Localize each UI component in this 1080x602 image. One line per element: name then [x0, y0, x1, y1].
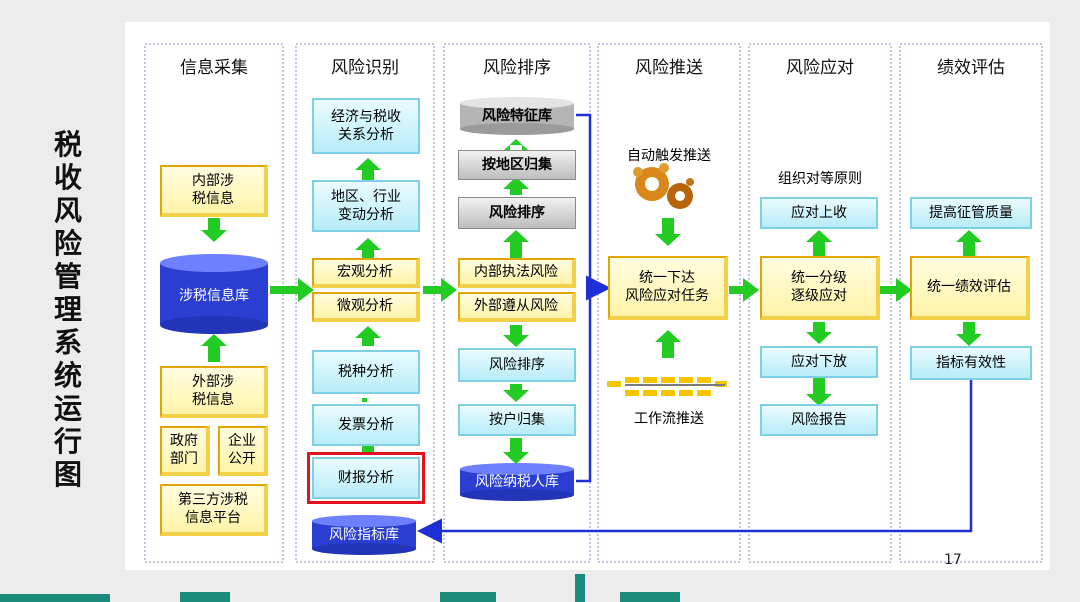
arrow-down-report	[806, 376, 832, 406]
blue-arrow-eval-to-indicator	[417, 380, 973, 544]
auto-trigger-push-label: 自动触发推送	[627, 148, 711, 164]
micro-analysis-box: 微观分析	[312, 292, 420, 322]
arrow-up-external	[201, 334, 227, 362]
tax-type-analysis-box: 税种分析	[312, 350, 420, 394]
financial-report-analysis-box: 财报分析	[307, 452, 425, 504]
economy-tax-analysis-box: 经济与税收 关系分析	[312, 98, 420, 154]
column-header-risk-ranking: 风险排序	[483, 58, 551, 78]
column-header-risk-identification: 风险识别	[331, 58, 399, 78]
arrow-up-macro	[355, 238, 381, 258]
arrow-down-taxpayer-db	[503, 438, 529, 464]
unified-issue-task-box: 统一下达 风险应对任务	[608, 256, 728, 320]
bottom-decoration-2	[180, 592, 230, 602]
risk-ranking-top-box: 风险排序	[458, 197, 576, 229]
vertical-title: 税 收 风 险 管 理 系 统 运 行 图	[48, 128, 88, 491]
group-by-region-box: 按地区归集	[458, 150, 576, 180]
blue-arrow-feature-to-issue	[576, 113, 611, 301]
unified-grade-response-box: 统一分级 逐级应对	[760, 256, 880, 320]
arrow-down-rank-bottom	[503, 325, 529, 347]
external-tax-info-box: 外部涉 税信息	[160, 366, 268, 418]
title-char: 理	[53, 293, 82, 326]
connector-invoice-financial	[362, 446, 374, 454]
title-char: 系	[53, 326, 82, 359]
organization-principle-label: 组织对等原则	[778, 171, 862, 187]
workflow-push-label: 工作流推送	[634, 411, 704, 427]
column-header-performance: 绩效评估	[937, 58, 1005, 78]
arrow-down-by-household	[503, 384, 529, 402]
arrow-up-tax-type	[355, 326, 381, 346]
title-char: 行	[53, 425, 82, 458]
respond-up-box: 应对上收	[760, 197, 878, 229]
indicator-db-cylinder	[312, 515, 416, 555]
column-frame-1	[144, 43, 284, 563]
arrow-up-quality	[956, 230, 982, 256]
arrow-down-internal	[201, 218, 227, 242]
title-char: 险	[53, 227, 82, 260]
third-party-platform-box: 第三方涉税 信息平台	[160, 484, 268, 536]
title-char: 运	[53, 392, 82, 425]
internal-tax-info-box: 内部涉 税信息	[160, 165, 268, 217]
bottom-decoration-3	[440, 592, 496, 602]
title-char: 收	[53, 161, 82, 194]
risk-feature-db-label: 风险特征库	[482, 108, 552, 124]
group-by-household-box: 按户归集	[458, 404, 576, 436]
page-number: 17	[944, 552, 962, 568]
invoice-analysis-box: 发票分析	[312, 404, 420, 446]
column-frame-5	[748, 43, 892, 563]
internal-enforcement-risk-box: 内部执法风险	[458, 258, 576, 288]
risk-taxpayer-db-label: 风险纳税人库	[475, 474, 559, 490]
respond-down-box: 应对下放	[760, 346, 878, 378]
column-frame-4	[597, 43, 741, 563]
enterprise-box: 企业 公开	[218, 426, 268, 476]
arrow-right-issue-to-grade	[729, 278, 759, 302]
risk-indicator-db-label: 风险指标库	[329, 527, 399, 543]
column-header-risk-push: 风险推送	[635, 58, 703, 78]
unified-performance-eval-box: 统一绩效评估	[910, 256, 1030, 320]
arrow-up-by-region	[503, 139, 529, 151]
taxpayer-db-cylinder	[460, 463, 574, 501]
indicator-effectiveness-box: 指标有效性	[910, 346, 1032, 380]
column-header-info-collection: 信息采集	[180, 58, 248, 78]
title-char: 管	[53, 260, 82, 293]
database-cylinder-col1	[160, 254, 268, 334]
arrow-up-rank-top	[503, 177, 529, 195]
arrow-down-respond-down	[806, 322, 832, 344]
improve-quality-box: 提高征管质量	[910, 197, 1032, 229]
title-char: 税	[53, 128, 82, 161]
arrow-up-unified-issue	[655, 330, 681, 358]
workflow-icon	[607, 377, 727, 396]
government-box: 政府 部门	[160, 426, 210, 476]
column-header-risk-response: 风险应对	[786, 58, 854, 78]
external-compliance-risk-box: 外部遵从风险	[458, 292, 576, 322]
bottom-decoration-1	[0, 594, 110, 602]
tax-info-database-label: 涉税信息库	[179, 288, 249, 304]
column-frame-6	[899, 43, 1043, 563]
connector-tax-invoice	[362, 398, 367, 402]
bottom-decoration-4	[575, 574, 585, 602]
arrow-down-unified-issue	[655, 218, 681, 246]
title-char: 统	[53, 359, 82, 392]
arrow-right-grade-to-eval	[880, 278, 912, 302]
arrow-up-internal-risk	[503, 230, 529, 258]
macro-analysis-box: 宏观分析	[312, 258, 420, 288]
risk-report-box: 风险报告	[760, 404, 878, 436]
region-industry-analysis-box: 地区、行业 变动分析	[312, 180, 420, 232]
title-char: 图	[53, 458, 82, 491]
bottom-decoration-5	[620, 592, 680, 602]
column-frame-2	[295, 43, 435, 563]
title-char: 风	[53, 194, 82, 227]
risk-ranking-bottom-box: 风险排序	[458, 348, 576, 382]
arrow-right-db-to-analysis	[270, 278, 314, 302]
feature-db-cylinder	[460, 97, 574, 135]
gears-icon	[633, 163, 694, 209]
arrow-down-effectiveness	[956, 322, 982, 346]
blue-line-taxpayer-to-issue	[576, 288, 592, 483]
arrow-up-respond-up	[806, 230, 832, 256]
green-arrows	[201, 139, 982, 464]
arrow-up-region	[355, 158, 381, 180]
arrow-right-analysis-to-risk	[423, 278, 457, 302]
